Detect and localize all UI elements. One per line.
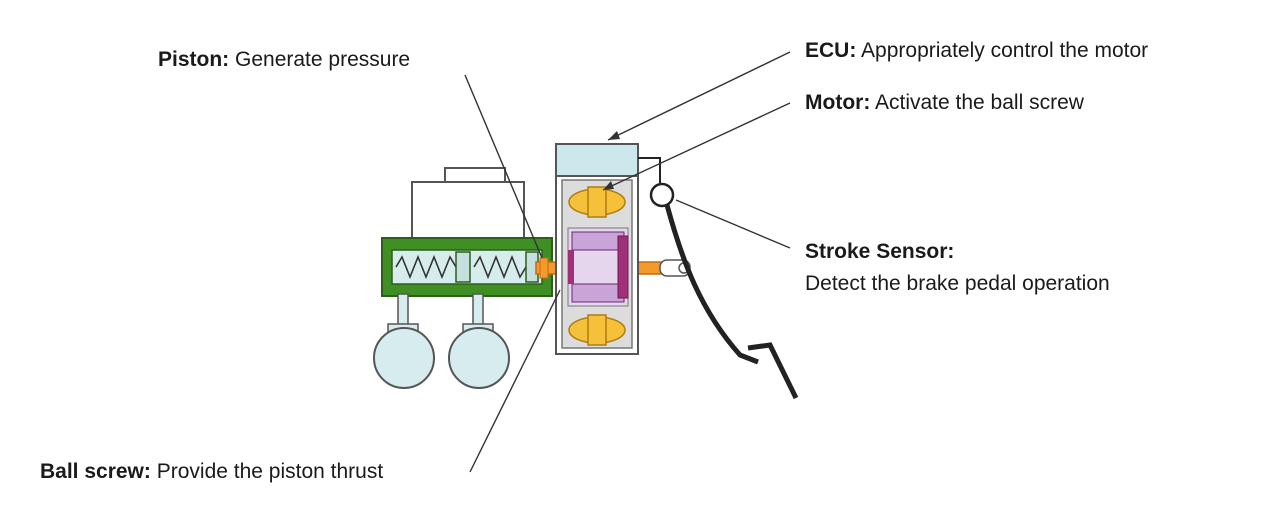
motor-housing [555,143,639,355]
spring-left [395,254,457,280]
ball-screw-label: Ball screw: Provide the piston thrust [40,460,383,484]
ecu-name: ECU: [805,39,857,62]
piston-label: Piston: Generate pressure [158,48,410,72]
leader-lines [464,51,791,473]
stroke-sensor [649,182,675,208]
ecu-desc: Appropriately control the motor [861,39,1149,62]
stroke-sensor-assembly [638,157,675,208]
reservoir-tank [411,167,525,243]
ball-screw-desc: Provide the piston thrust [156,460,384,483]
arrowheads [603,131,620,190]
motor-label: Motor: Activate the ball screw [805,91,1084,115]
ball-screw-name: Ball screw: [40,460,151,483]
ecu-label: ECU: Appropriately control the motor [805,39,1148,63]
piston-name: Piston: [158,48,230,71]
spring-right [473,254,527,280]
stroke-sensor-name: Stroke Sensor: [805,240,955,263]
piston-desc: Generate pressure [235,48,411,71]
master-cylinder [381,237,553,297]
motor-name: Motor: [805,91,871,114]
wheel-brakes [373,293,510,389]
motor-desc: Activate the ball screw [875,91,1084,114]
stroke-sensor-desc: Detect the brake pedal operation [805,272,1110,295]
stroke-sensor-label: Stroke Sensor: Detect the brake pedal op… [805,236,1110,300]
ecu-box [555,143,639,177]
brake-pedal [664,204,799,400]
